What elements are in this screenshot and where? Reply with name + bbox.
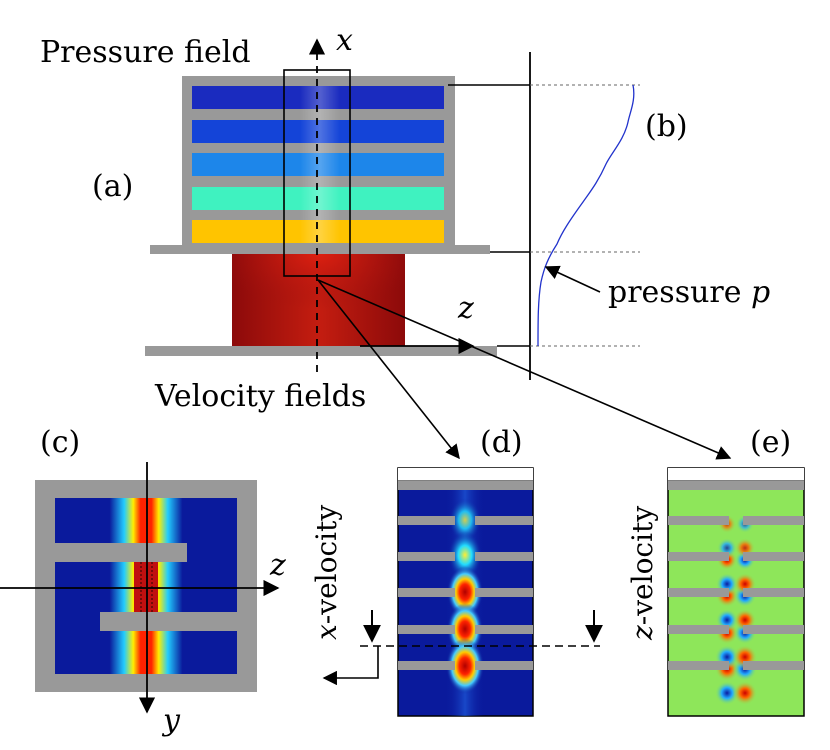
panel-d-top-plate bbox=[398, 481, 533, 490]
pressure-pointer-arrow bbox=[544, 265, 601, 293]
slot-glow bbox=[300, 86, 340, 243]
panel-e-z-velocity: (e) bbox=[626, 425, 805, 717]
panel-e-plates bbox=[668, 516, 804, 670]
panel-a-label: (a) bbox=[92, 169, 133, 204]
middle-plate bbox=[150, 245, 490, 254]
panel-d-spot-5 bbox=[446, 638, 484, 694]
panel-b-label: (b) bbox=[645, 109, 688, 144]
panel-d-x-velocity: (d) x-velocity bbox=[310, 425, 603, 717]
x-velocity-label: x-velocity bbox=[310, 505, 343, 640]
panel-b-pressure-profile: (b) pressure p bbox=[448, 52, 770, 380]
x-axis-label: x bbox=[336, 23, 353, 58]
panel-d-spot-2 bbox=[448, 531, 482, 579]
panel-d-top-gap bbox=[398, 468, 533, 481]
arrow-to-panel-e bbox=[317, 279, 732, 460]
panel-e-top-plate bbox=[668, 481, 804, 490]
panel-a-pressure-field: Pressure field (a) x z Velocity fields bbox=[40, 23, 497, 414]
panel-c-slit bbox=[134, 562, 158, 612]
z-axis-label: z bbox=[457, 291, 474, 326]
panel-c-y-label: y bbox=[161, 703, 181, 738]
z-velocity-label: z-velocity bbox=[626, 506, 659, 641]
arrow-to-panel-d bbox=[317, 279, 460, 460]
panel-d-spot-3 bbox=[447, 566, 483, 618]
panel-d-label: (d) bbox=[480, 425, 523, 460]
panel-c-upper-finger bbox=[55, 543, 187, 562]
panel-e-label: (e) bbox=[750, 425, 791, 460]
velocity-fields-label: Velocity fields bbox=[154, 379, 366, 414]
panel-c-cross-section: (c) z y bbox=[0, 425, 286, 738]
cut-leader-arrow bbox=[322, 646, 379, 686]
pressure-field-label: Pressure field bbox=[40, 35, 251, 70]
bottom-plate bbox=[145, 346, 497, 356]
panel-c-z-label: z bbox=[269, 548, 286, 583]
panel-d-plates bbox=[398, 516, 533, 670]
panel-d-spot-1 bbox=[449, 498, 481, 542]
pressure-chamber-hotspot bbox=[232, 254, 405, 346]
pressure-p-label: pressure p bbox=[608, 275, 770, 310]
panel-c-label: (c) bbox=[40, 425, 80, 460]
pressure-curve bbox=[537, 84, 635, 347]
panel-e-top-gap bbox=[668, 468, 804, 481]
panel-c-lower-finger bbox=[100, 612, 237, 631]
